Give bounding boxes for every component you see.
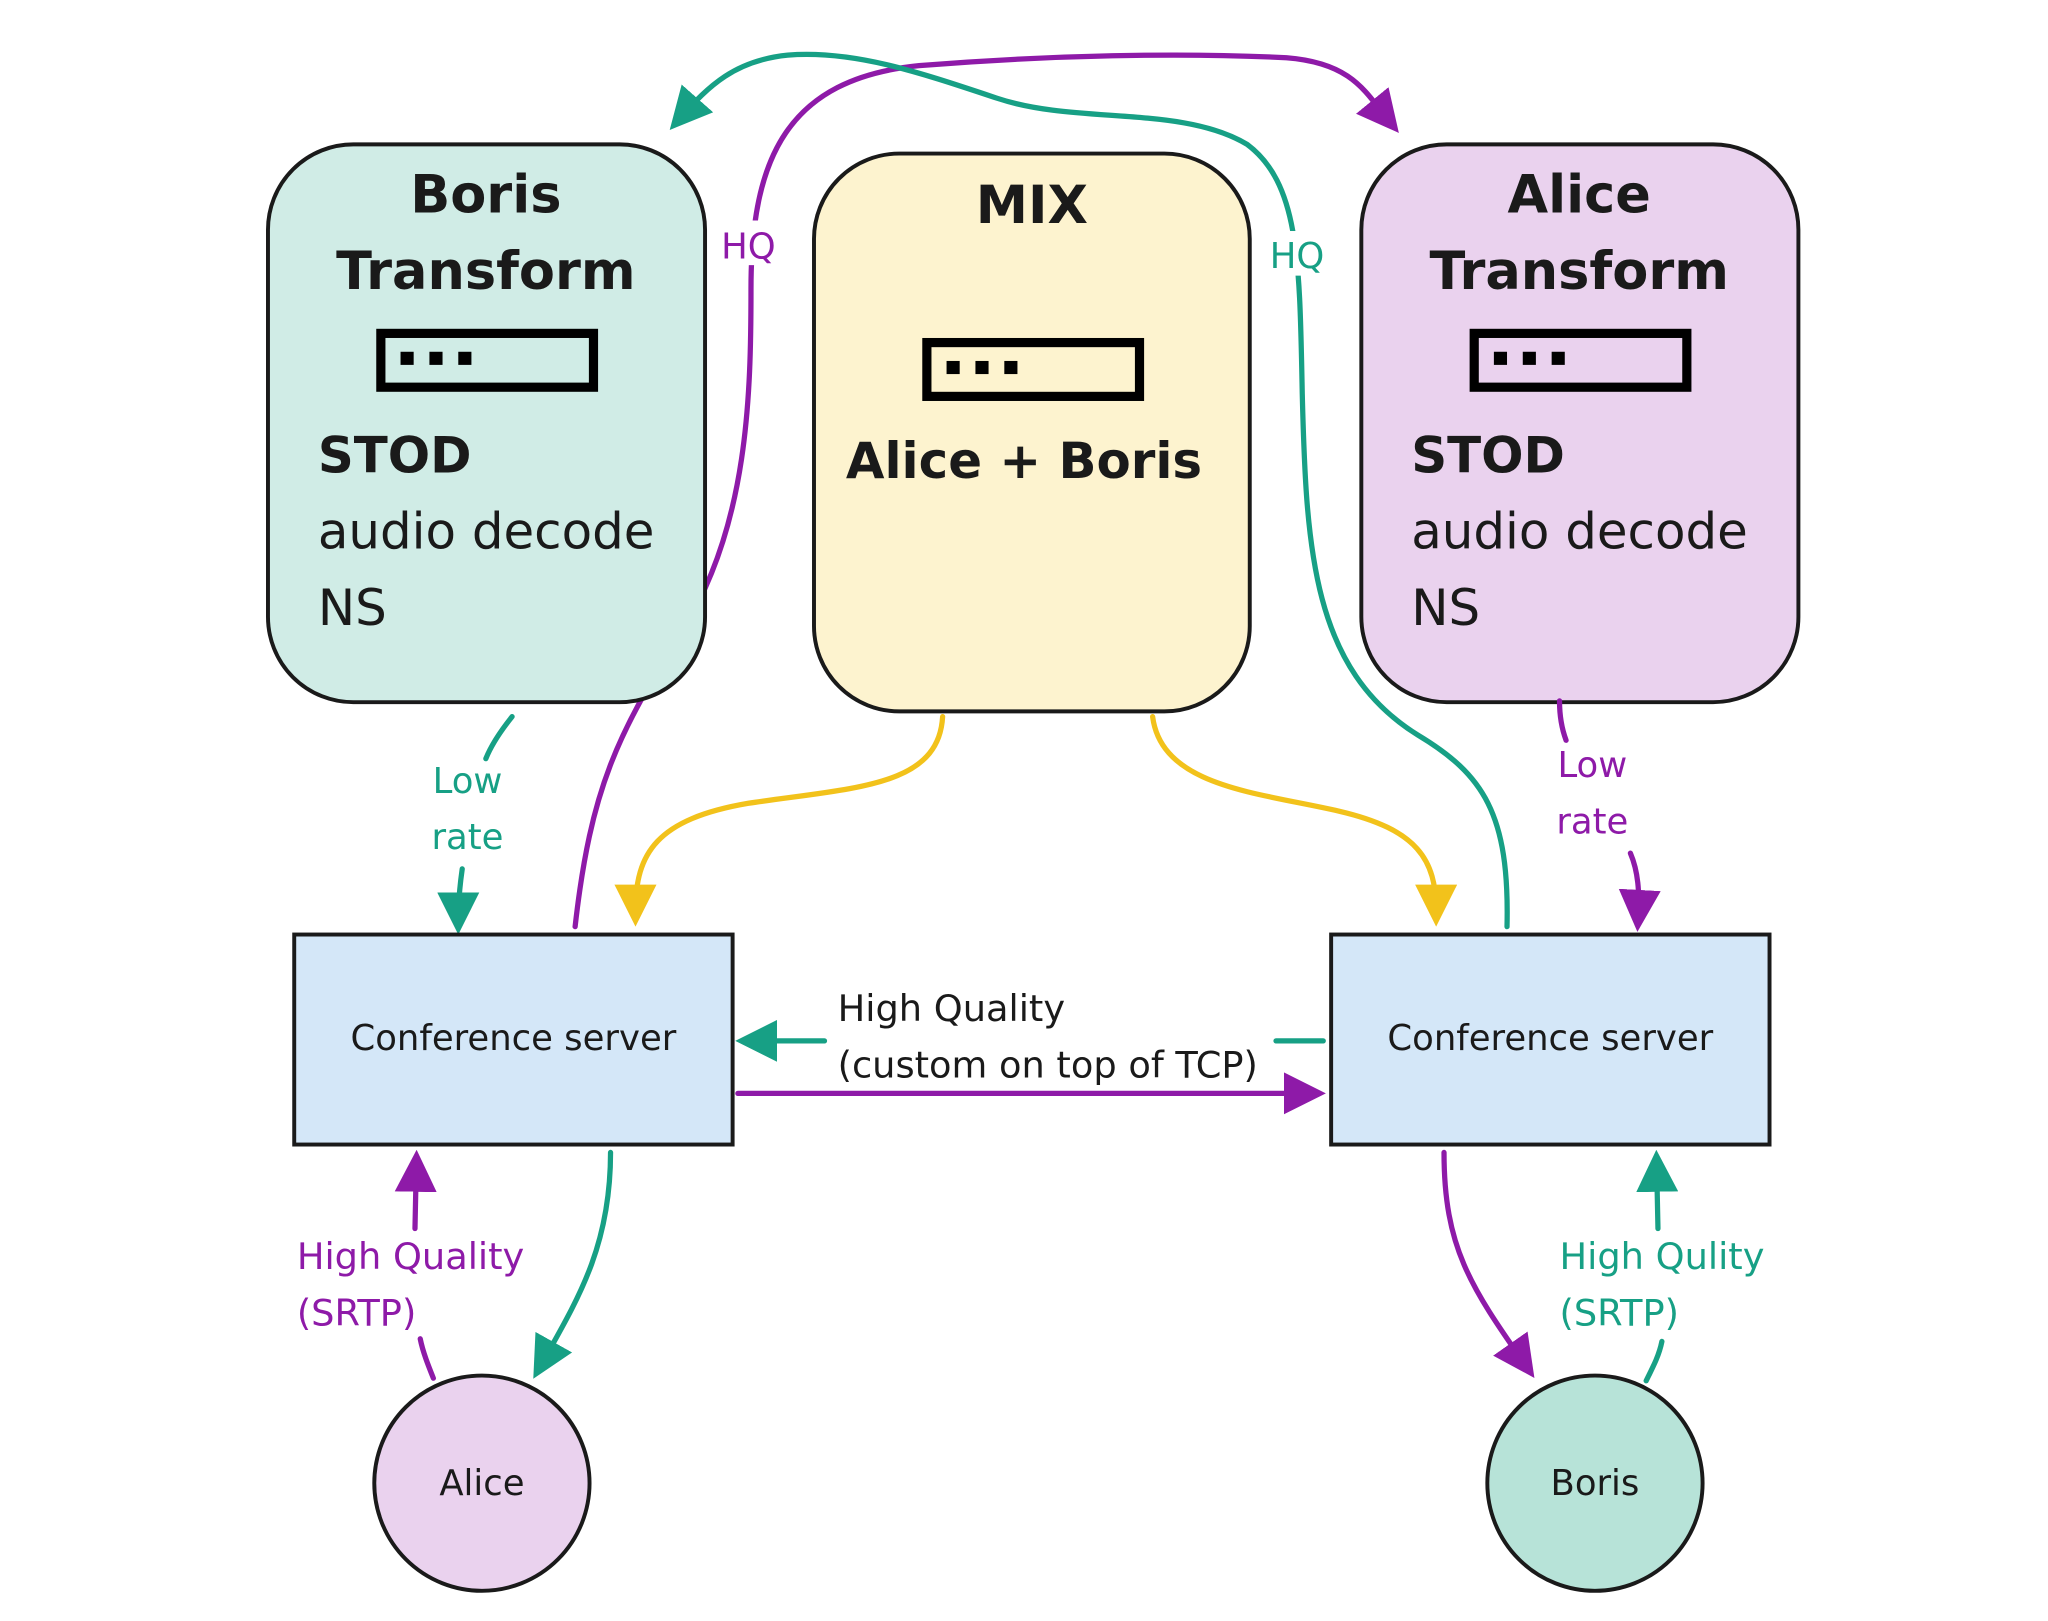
server-rack-icon bbox=[1469, 328, 1692, 392]
left-conference-server bbox=[292, 932, 735, 1147]
alice-downlink-flow bbox=[533, 1149, 614, 1379]
boris-uplink-flow bbox=[1643, 1338, 1665, 1384]
alice-uplink-flow bbox=[417, 1336, 436, 1381]
boris-transform-title-2: Transform bbox=[336, 241, 636, 302]
low-rate-arrow-left bbox=[437, 866, 480, 935]
alice-link-label-line2: (SRTP) bbox=[297, 1292, 416, 1335]
alice-transform-title-2: Transform bbox=[1429, 241, 1729, 302]
alice-uplink-arrow bbox=[394, 1149, 437, 1232]
low-rate-arrow-right bbox=[1618, 850, 1661, 932]
right-conference-server-label: Conference server bbox=[1387, 1018, 1713, 1059]
server-rack-icon bbox=[922, 337, 1145, 401]
alice-user-node bbox=[372, 1373, 592, 1593]
boris-stage-ns: NS bbox=[318, 579, 387, 637]
alice-user-label: Alice bbox=[439, 1463, 524, 1504]
boris-link-label-line2: (SRTP) bbox=[1560, 1292, 1679, 1335]
hq-label-right: HQ bbox=[1270, 236, 1325, 277]
boris-user-node bbox=[1485, 1373, 1705, 1593]
hq-label-left: HQ bbox=[721, 227, 776, 268]
boris-stage-stod: STOD bbox=[318, 427, 472, 485]
server-rack-icon bbox=[376, 328, 599, 392]
low-rate-left-line1: Low bbox=[433, 761, 503, 802]
boris-link-label-line1: High Qulity bbox=[1560, 1235, 1765, 1278]
low-rate-flow-boris-transform-to-left-server bbox=[483, 714, 515, 762]
inter-server-label-line1: High Quality bbox=[838, 987, 1065, 1030]
left-conference-server-label: Conference server bbox=[351, 1018, 677, 1059]
low-rate-flow-alice-transform-to-right-server bbox=[1556, 698, 1569, 743]
boris-transform-box bbox=[266, 142, 708, 705]
inter-server-label-line2: (custom on top of TCP) bbox=[838, 1044, 1258, 1087]
mix-box bbox=[812, 151, 1252, 714]
low-rate-right-line1: Low bbox=[1557, 745, 1627, 786]
mix-flow-to-left-server bbox=[614, 714, 946, 927]
boris-stage-audio-decode: audio decode bbox=[318, 503, 655, 561]
low-rate-right-line2: rate bbox=[1556, 801, 1628, 842]
alice-transform-title-1: Alice bbox=[1508, 165, 1651, 226]
mix-flow-to-right-server bbox=[1150, 714, 1458, 927]
right-conference-server bbox=[1329, 932, 1772, 1147]
alice-stage-audio-decode: audio decode bbox=[1411, 503, 1748, 561]
boris-transform-title-1: Boris bbox=[410, 165, 561, 226]
mix-title: MIX bbox=[976, 175, 1088, 236]
alice-stage-ns: NS bbox=[1411, 579, 1480, 637]
mix-content: Alice + Boris bbox=[846, 432, 1202, 490]
boris-downlink-flow bbox=[1441, 1149, 1535, 1378]
alice-link-label-line1: High Quality bbox=[297, 1235, 524, 1278]
boris-user-label: Boris bbox=[1551, 1463, 1640, 1504]
low-rate-left-line2: rate bbox=[432, 817, 504, 858]
hq-flow-alice-to-boris-transform bbox=[669, 51, 1510, 930]
alice-stage-stod: STOD bbox=[1411, 427, 1565, 485]
alice-transform-box bbox=[1359, 142, 1801, 705]
boris-uplink-arrow bbox=[1636, 1149, 1679, 1232]
